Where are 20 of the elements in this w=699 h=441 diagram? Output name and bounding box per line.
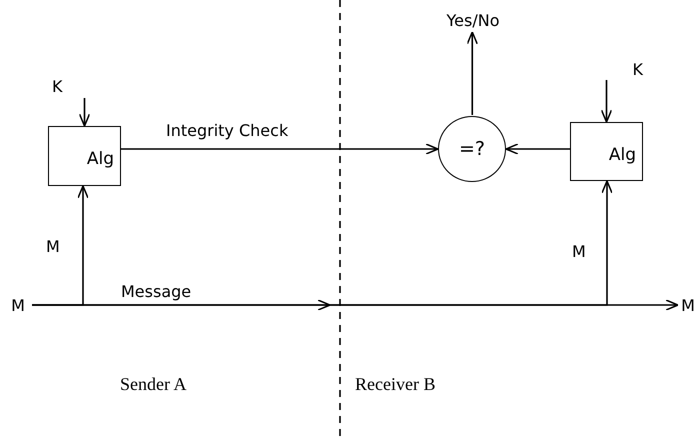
input-label: K <box>601 58 643 80</box>
output-label: M <box>678 294 698 316</box>
node-text: Alg <box>608 144 636 164</box>
input-label: M <box>4 294 32 316</box>
arrow <box>466 31 478 115</box>
arrow <box>78 98 90 127</box>
party-label: Receiver B <box>355 374 436 395</box>
algorithm-box <box>570 122 643 181</box>
arrow <box>121 143 439 155</box>
input-label: K <box>52 74 88 98</box>
arrow <box>505 143 570 155</box>
party-label: Sender A <box>120 374 186 395</box>
output-label: Yes/No <box>440 8 506 32</box>
edge-label: Integrity Check <box>166 121 288 141</box>
arrow <box>600 80 612 123</box>
arrow <box>32 180 613 306</box>
operator-text: =? <box>458 138 485 160</box>
algorithm-box <box>48 126 121 186</box>
node-text: Alg <box>86 149 114 169</box>
edge-label: Message <box>121 282 192 302</box>
